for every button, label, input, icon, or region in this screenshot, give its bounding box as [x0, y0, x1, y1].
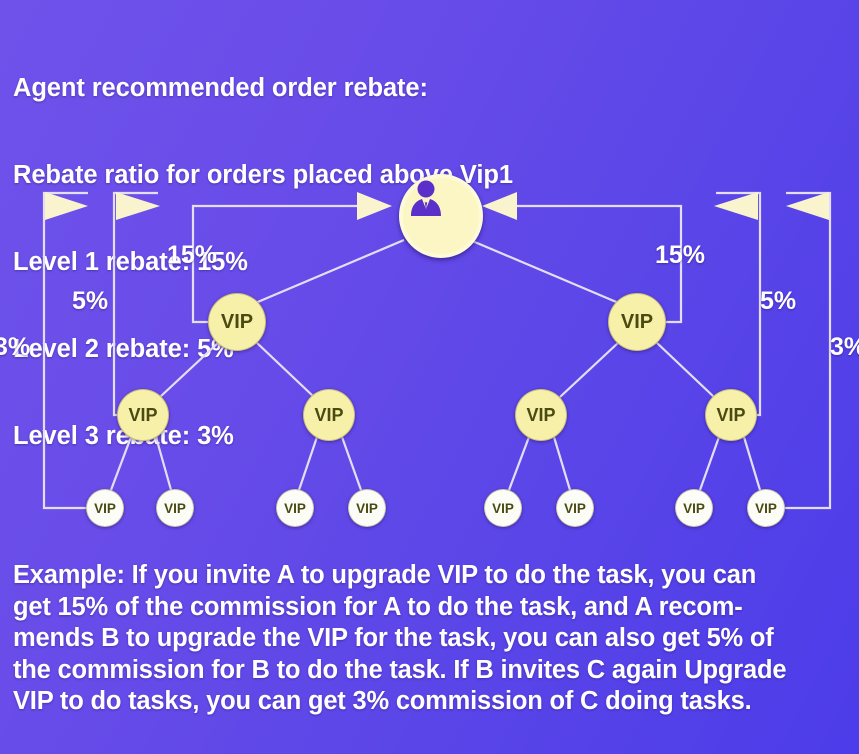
example-text-block: Example: If you invite A to upgrade VIP …: [13, 560, 851, 718]
level3-node-2[interactable]: VIP: [156, 489, 194, 527]
footer-line-3: mends B to upgrade the VIP for the task,…: [13, 624, 774, 652]
footer-line-1: Example: If you invite A to upgrade VIP …: [13, 561, 757, 589]
level3-node-7[interactable]: VIP: [675, 489, 713, 527]
level3-node-1[interactable]: VIP: [86, 489, 124, 527]
header-line-1: Agent recommended order rebate:: [13, 74, 428, 102]
arrow-left-outer-icon: [45, 192, 88, 220]
node-label: VIP: [220, 310, 254, 333]
edge-l2a-l3b: [154, 436, 173, 491]
edge-l2d-l3h: [742, 436, 762, 491]
arrow-right-outer-icon: [786, 192, 829, 220]
node-label: VIP: [314, 404, 344, 425]
edge-l2c-l3f: [552, 436, 572, 491]
right-bracket-5: [716, 191, 762, 417]
node-label: VIP: [164, 500, 186, 516]
level2-node-1[interactable]: VIP: [117, 389, 169, 441]
edge-l2b-l3d: [340, 436, 363, 491]
edge-l2b-l3c: [297, 436, 319, 491]
edge-l1right-l2d: [655, 341, 715, 398]
referral-tree-diagram: 3% 5% 15% 15% 5% 3% VIP VIP VIP VIP VIP …: [0, 165, 859, 555]
node-label: VIP: [128, 404, 158, 425]
footer-line-4: the commission for B to do the task. If …: [13, 655, 787, 684]
pct-right-15: 15%: [655, 241, 706, 269]
node-label: VIP: [755, 500, 777, 516]
edge-l2d-l3g: [698, 436, 721, 491]
left-bracket-3: [42, 191, 92, 510]
pct-left-5: 5%: [72, 287, 109, 315]
node-label: VIP: [526, 404, 556, 425]
node-label: VIP: [94, 500, 116, 516]
node-label: VIP: [356, 500, 378, 516]
left-bracket-15: [191, 204, 358, 324]
level2-node-2[interactable]: VIP: [303, 389, 355, 441]
node-label: VIP: [492, 500, 514, 516]
left-bracket-5: [112, 191, 158, 417]
level2-node-3[interactable]: VIP: [515, 389, 567, 441]
edge-l1right-l2c: [559, 341, 620, 398]
edge-l1left-l2a: [159, 341, 220, 398]
diagram-connectors: [42, 191, 832, 510]
level3-node-5[interactable]: VIP: [484, 489, 522, 527]
arrow-left-inner-icon: [357, 192, 392, 220]
level1-node-right[interactable]: VIP: [608, 293, 666, 351]
pct-left-15: 15%: [167, 241, 218, 269]
pct-right-5: 5%: [760, 287, 797, 315]
level3-node-6[interactable]: VIP: [556, 489, 594, 527]
right-bracket-15: [516, 204, 683, 324]
node-label: VIP: [716, 404, 746, 425]
person-icon: [411, 180, 441, 216]
edge-l2c-l3e: [507, 436, 531, 491]
edge-root-right1: [469, 238, 622, 306]
level3-node-3[interactable]: VIP: [276, 489, 314, 527]
level1-node-left[interactable]: VIP: [208, 293, 266, 351]
footer-line-5: VIP to do tasks, you can get 3% commissi…: [13, 687, 752, 715]
node-label: VIP: [620, 310, 654, 333]
arrow-right-inner-icon: [482, 192, 517, 220]
footer-line-2: get 15% of the commission for A to do th…: [13, 592, 743, 621]
header-line-4: Level 2 rebate: 5%: [13, 335, 234, 363]
node-label: VIP: [284, 500, 306, 516]
node-label: VIP: [683, 500, 705, 516]
level3-node-4[interactable]: VIP: [348, 489, 386, 527]
arrow-right-middle-icon: [714, 192, 758, 220]
level2-node-4[interactable]: VIP: [705, 389, 757, 441]
edge-l2a-l3a: [109, 436, 133, 491]
pct-left-3: 3%: [0, 333, 31, 361]
level3-node-8[interactable]: VIP: [747, 489, 785, 527]
pct-right-3: 3%: [830, 333, 859, 361]
root-node[interactable]: [399, 174, 483, 258]
edge-l1left-l2b: [255, 341, 315, 398]
arrow-left-middle-icon: [116, 192, 160, 220]
header-line-3: Level 1 rebate: 15%: [13, 248, 248, 276]
node-label: VIP: [564, 500, 586, 516]
right-bracket-3: [782, 191, 832, 510]
edge-root-left1: [252, 238, 405, 306]
